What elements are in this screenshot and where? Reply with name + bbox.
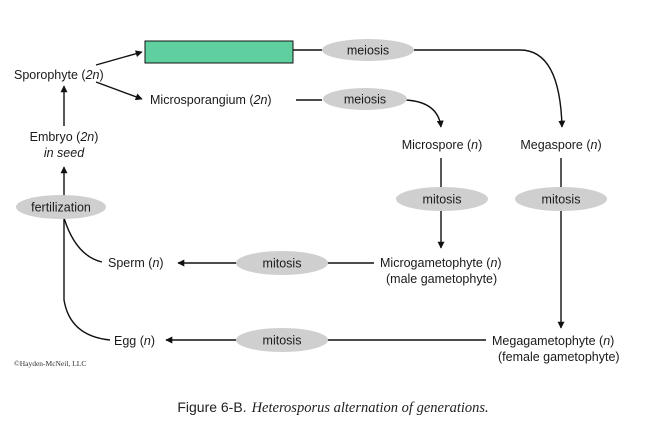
- line-sperm-to-fertilization: [63, 217, 103, 263]
- embryo-sublabel: in seed: [44, 146, 85, 160]
- mitosis-oval-sperm: mitosis: [236, 251, 328, 275]
- arrow-sporophyte-to-microsporangium: [95, 81, 143, 101]
- arrow-sporophyte-to-megasporangium: [95, 50, 143, 66]
- copyright-text: ©Hayden-McNeil, LLC: [14, 359, 86, 368]
- fertilization-oval: fertilization: [16, 195, 106, 219]
- mitosis-oval-egg: mitosis: [236, 328, 328, 352]
- microgametophyte-label: Microgametophyte (n): [380, 256, 502, 270]
- fertilization-label: fertilization: [31, 201, 91, 215]
- sporophyte-label: Sporophyte (2n): [14, 68, 104, 82]
- sperm-label: Sperm (n): [108, 256, 164, 270]
- egg-label: Egg (n): [114, 334, 155, 348]
- megagametophyte-sublabel: (female gametophyte): [498, 350, 620, 364]
- mitosis-oval-megaspore: mitosis: [515, 187, 607, 211]
- line-egg-to-fertilization: [63, 218, 111, 341]
- megagametophyte-label: Megagametophyte (n): [492, 334, 614, 348]
- mitosis-label-microspore: mitosis: [423, 193, 462, 207]
- meiosis-oval-top: meiosis: [322, 39, 414, 61]
- microsporangium-label: Microsporangium (2n): [150, 93, 272, 107]
- microgametophyte-sublabel: (male gametophyte): [386, 272, 497, 286]
- megasporangium-box: [144, 40, 294, 64]
- megaspore-label: Megaspore (n): [520, 138, 601, 152]
- meiosis-oval-micro: meiosis: [323, 88, 407, 110]
- meiosis-label-top: meiosis: [347, 44, 389, 58]
- mitosis-label-egg: mitosis: [263, 334, 302, 348]
- embryo-label: Embryo (2n): [30, 130, 99, 144]
- mitosis-label-sperm: mitosis: [263, 257, 302, 271]
- mitosis-label-megaspore: mitosis: [542, 193, 581, 207]
- arrow-meiosis-to-microspore: [405, 99, 444, 128]
- meiosis-label-micro: meiosis: [344, 93, 386, 107]
- figure-caption: Figure 6-B.Heterosporus alternation of g…: [177, 399, 488, 416]
- arrow-meiosis-to-megaspore: [414, 49, 566, 128]
- microspore-label: Microspore (n): [402, 138, 483, 152]
- mitosis-oval-microspore: mitosis: [396, 187, 488, 211]
